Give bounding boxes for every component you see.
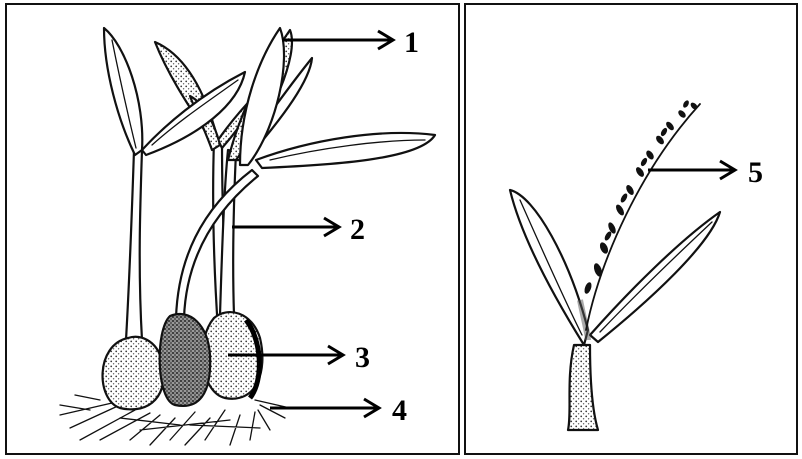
- pointer-4: [270, 399, 379, 417]
- pointer-5: [648, 161, 735, 179]
- label-5: 5: [748, 156, 763, 189]
- label-3: 3: [355, 341, 370, 374]
- pointer-1: [282, 31, 393, 49]
- label-1: 1: [404, 26, 419, 59]
- pointer-2: [232, 218, 339, 236]
- label-2: 2: [350, 213, 365, 246]
- seedling-right: [510, 99, 720, 430]
- label-4: 4: [392, 394, 407, 427]
